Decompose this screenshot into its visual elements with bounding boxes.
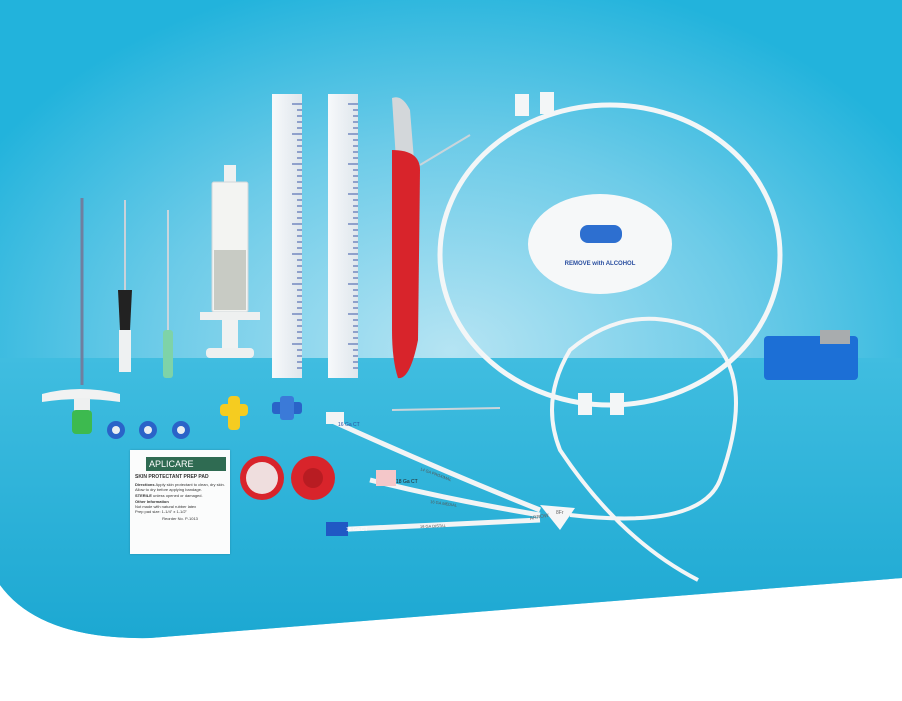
black-hub-needle <box>118 200 132 372</box>
other-heading: Other Information <box>135 499 169 504</box>
introducer-needle <box>42 198 120 434</box>
directions-heading: Directions <box>135 482 155 487</box>
green-needle <box>163 210 173 378</box>
securement-label: REMOVE with ALCOHOL <box>565 261 636 267</box>
line-label-3: 16 GA DISTAL <box>420 523 447 529</box>
directions-text: Apply skin protectant to clean, dry skin… <box>135 482 225 492</box>
needle-rack <box>764 330 858 380</box>
sponge-cap <box>240 456 284 500</box>
bullet-2: Prep pad size: 1-1/4" x 1-1/2" <box>135 509 187 514</box>
hub-size: 8Fr <box>556 510 564 516</box>
syringe <box>200 165 260 358</box>
hub-label: ARROW <box>529 513 549 522</box>
sterile-text: unless opened or damaged. <box>153 493 203 498</box>
injection-caps <box>107 421 190 439</box>
securement-device: REMOVE with ALCOHOL <box>528 194 672 294</box>
blue-clamp <box>272 396 302 420</box>
lumen-label-2: 18 Ga CT <box>396 479 418 485</box>
lumen-label-3: 16 Ga CT <box>346 527 368 533</box>
scalpel <box>392 97 420 379</box>
skin-protectant-prep-pad: APLICARE SKIN PROTECTANT PREP PAD Direct… <box>130 450 230 554</box>
red-cap <box>291 456 335 500</box>
line-label-2: 16 GA MEDIAL <box>430 499 458 508</box>
yellow-clamp <box>220 396 248 430</box>
triple-lumen-catheter: 16 Ga CT 18 Ga CT 16 Ga CT 14 GA PROXIMA… <box>326 316 738 582</box>
coiled-guidewire <box>391 92 783 415</box>
sterile-heading: STERILE <box>135 493 152 498</box>
bullet-1: Not made with natural rubber latex <box>135 504 197 509</box>
reorder-number: Reorder No. P-1013 <box>162 516 198 521</box>
prep-pad-title: SKIN PROTECTANT PREP PAD <box>135 474 209 480</box>
lumen-label-1: 16 Ga CT <box>338 422 360 428</box>
prep-pad-brand: APLICARE <box>146 457 226 471</box>
